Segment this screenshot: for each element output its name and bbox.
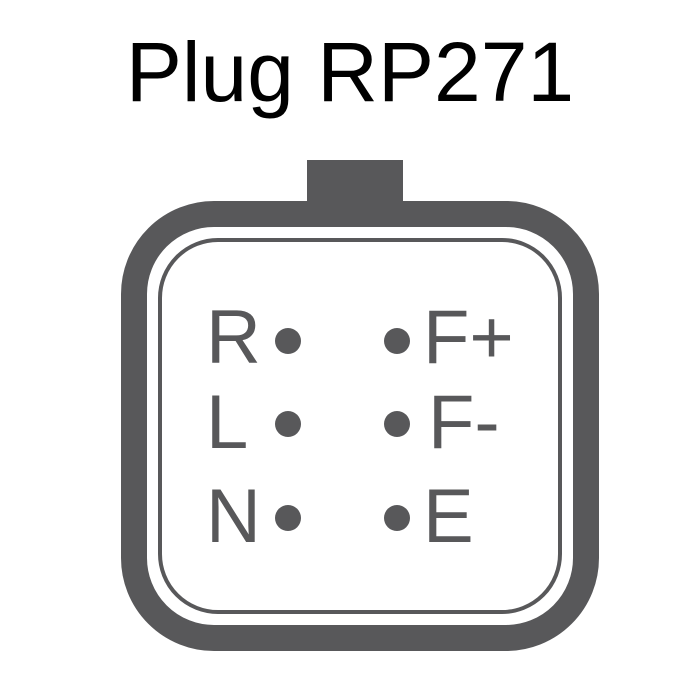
pin-label-r: R — [206, 295, 261, 380]
connector-shell — [121, 201, 599, 651]
pin-label-l: L — [206, 380, 249, 465]
pin-dot-l — [275, 411, 301, 437]
pin-dot-r — [275, 328, 301, 354]
pin-label-e: E — [423, 474, 474, 559]
pin-dot-e — [384, 505, 410, 531]
pin-label-f-minus: F- — [428, 380, 500, 465]
diagram-title: Plug RP271 — [125, 25, 575, 119]
pin-dot-f-plus — [384, 328, 410, 354]
pin-label-n: N — [206, 474, 261, 559]
pin-dot-n — [275, 505, 301, 531]
pin-dot-f-minus — [384, 411, 410, 437]
pin-label-f-plus: F+ — [423, 295, 514, 380]
connector-inner-rim — [158, 238, 562, 614]
